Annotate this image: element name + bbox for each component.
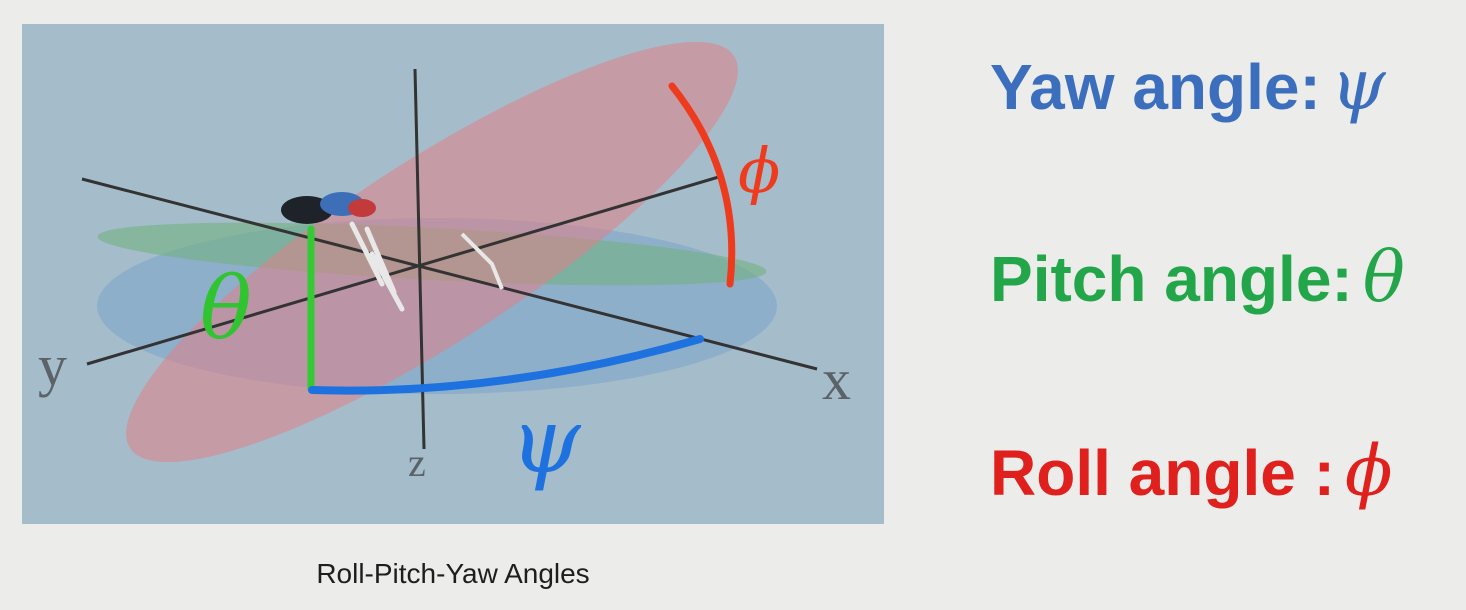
legend-yaw: Yaw angle:ψ [990, 44, 1386, 126]
roll-plane [126, 41, 738, 463]
x-axis-label: x [822, 347, 851, 412]
legend-yaw-symbol: ψ [1330, 44, 1386, 126]
legend-yaw-label: Yaw angle: [990, 51, 1321, 123]
yaw-symbol: ψ [510, 389, 581, 494]
roll-symbol: ϕ [738, 134, 781, 207]
legend-pitch-symbol: θ [1362, 236, 1405, 318]
legend-pitch: Pitch angle:θ [990, 236, 1405, 318]
legend-pitch-label: Pitch angle: [990, 243, 1353, 315]
yaw-arc [308, 335, 704, 395]
rpy-diagram: y x z θ ψ ϕ [22, 24, 884, 524]
legend-roll-symbol: ϕ [1344, 430, 1393, 512]
pitch-symbol: θ [200, 259, 252, 359]
x-axis-line [86, 174, 723, 366]
roll-arc [668, 82, 736, 288]
diagram-caption: Roll-Pitch-Yaw Angles [316, 558, 590, 589]
legend-roll: Roll angle :ϕ [990, 430, 1393, 512]
z-axis-label: z [408, 440, 426, 485]
craft-model [281, 192, 504, 312]
y-axis-label: y [38, 333, 67, 398]
rpy-diagram-graphic [81, 41, 818, 463]
legend-roll-label: Roll angle : [990, 437, 1335, 509]
